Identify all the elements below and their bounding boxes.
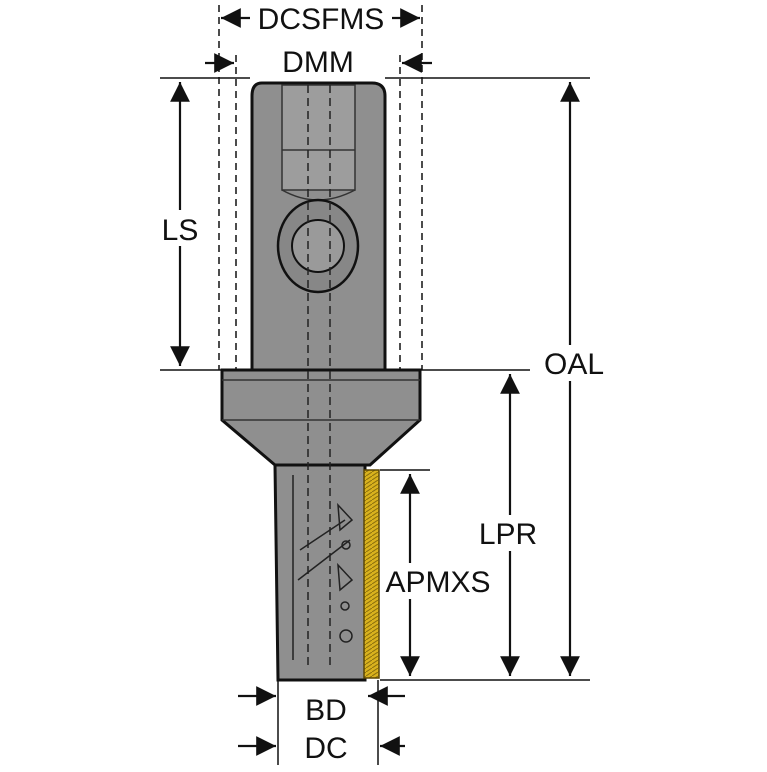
collar (220, 368, 422, 467)
cutter-head (273, 463, 367, 682)
label-bd: BD (305, 694, 347, 727)
label-dcsfms: DCSFMS (258, 3, 385, 36)
tool-body (220, 81, 422, 682)
shank-flat (281, 84, 356, 191)
label-apmxs: APMXS (385, 566, 490, 599)
label-dc: DC (304, 732, 347, 765)
screw-head (291, 219, 345, 273)
internal-details (292, 85, 354, 670)
label-oal: OAL (544, 348, 604, 381)
dimension-labels: DCSFMS DMM LS OAL LPR APMXS BD DC (158, 2, 606, 765)
label-lpr: LPR (479, 518, 537, 551)
label-dmm: DMM (282, 46, 354, 79)
cutting-insert (363, 469, 380, 679)
label-ls: LS (162, 214, 199, 247)
